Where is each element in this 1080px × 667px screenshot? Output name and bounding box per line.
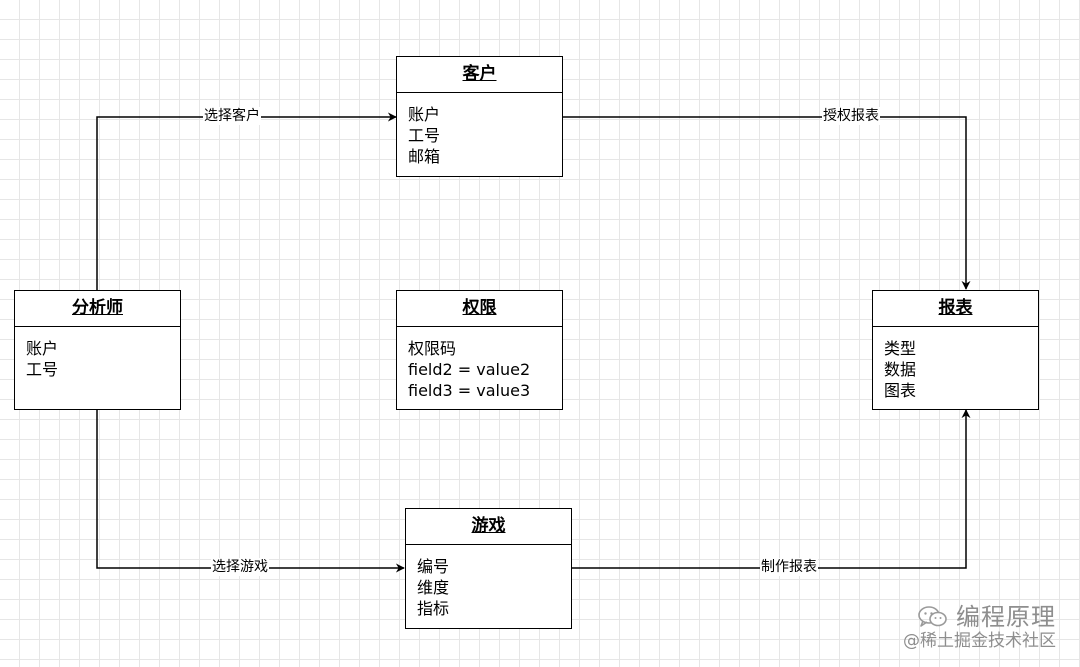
- entity-field: field2 = value2: [408, 360, 531, 379]
- entity-field: 数据: [884, 360, 917, 379]
- watermark: 编程原理 @稀土掘金技术社区: [903, 603, 1056, 651]
- watermark-subtitle: @稀土掘金技术社区: [903, 631, 1056, 651]
- wechat-icon: [918, 606, 947, 627]
- edge-label-make-report: 制作报表: [760, 558, 818, 576]
- entity-permission-fields: 权限码 field2 = value2 field3 = value3: [397, 327, 562, 401]
- entity-report-fields: 类型 数据 图表: [873, 327, 1038, 401]
- edge-game-to-report: [572, 409, 971, 569]
- entity-report[interactable]: 报表 类型 数据 图表: [872, 290, 1039, 410]
- entity-customer[interactable]: 客户 账户 工号 邮箱: [396, 56, 563, 177]
- entity-game-title: 游戏: [406, 509, 571, 545]
- entity-customer-fields: 账户 工号 邮箱: [397, 93, 562, 167]
- entity-field: 权限码: [408, 339, 457, 358]
- edge-analyst-to-customer: [96, 112, 397, 290]
- entity-analyst-title: 分析师: [15, 291, 180, 327]
- edge-customer-to-report: [563, 116, 971, 290]
- entity-field: 类型: [884, 339, 917, 358]
- entity-game[interactable]: 游戏 编号 维度 指标: [405, 508, 572, 629]
- edge-label-select-game: 选择游戏: [211, 558, 269, 576]
- entity-report-title: 报表: [873, 291, 1038, 327]
- entity-field: 编号: [417, 557, 450, 576]
- entity-field: field3 = value3: [408, 381, 531, 400]
- watermark-title: 编程原理: [956, 603, 1056, 631]
- entity-field: 账户: [26, 339, 59, 358]
- entity-permission[interactable]: 权限 权限码 field2 = value2 field3 = value3: [396, 290, 563, 410]
- entity-analyst-fields: 账户 工号: [15, 327, 180, 380]
- entity-field: 工号: [26, 360, 59, 379]
- edge-label-select-customer: 选择客户: [203, 107, 261, 125]
- entity-analyst[interactable]: 分析师 账户 工号: [14, 290, 181, 410]
- entity-field: 维度: [417, 578, 450, 597]
- entity-field: 邮箱: [408, 147, 441, 166]
- entity-game-fields: 编号 维度 指标: [406, 545, 571, 619]
- entity-field: 工号: [408, 126, 441, 145]
- entity-field: 指标: [417, 599, 450, 618]
- entity-field: 图表: [884, 381, 917, 400]
- entity-field: 账户: [408, 105, 441, 124]
- edge-analyst-to-game: [96, 410, 405, 573]
- entity-permission-title: 权限: [397, 291, 562, 327]
- entity-customer-title: 客户: [397, 57, 562, 93]
- edge-label-authorize-report: 授权报表: [822, 107, 880, 125]
